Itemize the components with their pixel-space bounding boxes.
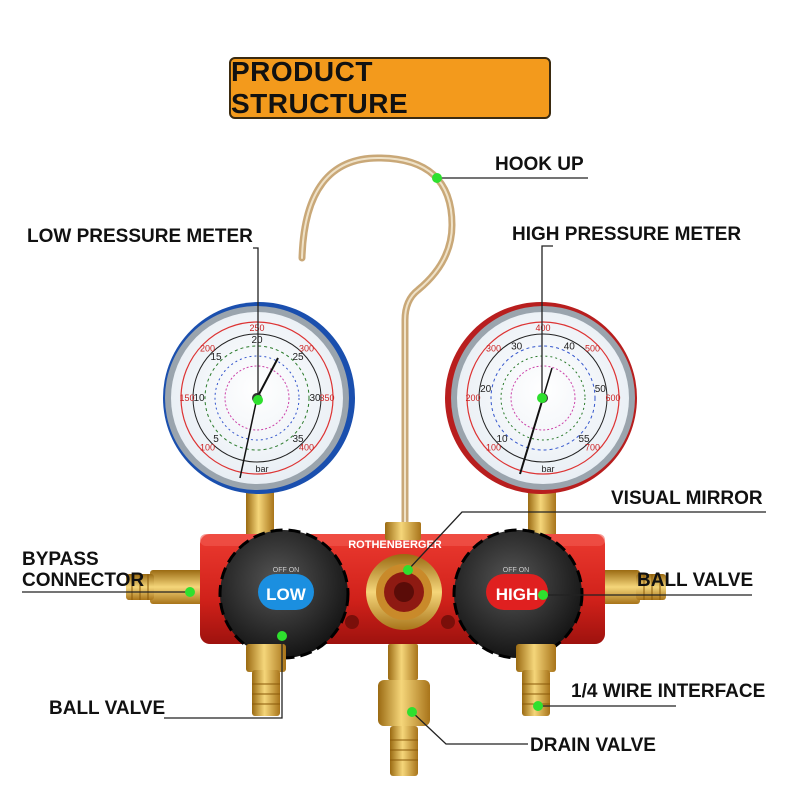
gauge-tick-label: 500 <box>585 344 600 354</box>
label-hook-up: HOOK UP <box>495 154 584 175</box>
label-drain-valve: DRAIN VALVE <box>530 735 656 756</box>
svg-text:HIGH: HIGH <box>496 585 539 604</box>
gauge-tick-label: 10 <box>193 393 205 404</box>
gauge-tick-label: 15 <box>210 352 222 363</box>
svg-text:ROTHENBERGER: ROTHENBERGER <box>348 539 442 551</box>
gauge-tick-label: 50 <box>595 384 607 395</box>
high-gauge-stem <box>528 488 556 538</box>
high-ball-valve-knob: HIGH OFF ON <box>452 528 584 660</box>
label-ball-valve-right: BALL VALVE <box>637 570 754 591</box>
bottom-fitting-right <box>516 644 556 716</box>
svg-text:bar: bar <box>255 464 268 474</box>
label-high-pressure-meter: HIGH PRESSURE METER <box>512 224 742 245</box>
page-title: PRODUCT STRUCTURE <box>231 56 409 119</box>
leader-lines <box>22 177 766 745</box>
svg-text:OFF ON: OFF ON <box>273 567 299 574</box>
title-banner: PRODUCT STRUCTURE <box>229 56 551 119</box>
gauge-tick-label: 400 <box>299 443 314 453</box>
gauge-tick-label: 30 <box>511 341 523 352</box>
gauge-tick-label: 400 <box>535 323 550 333</box>
gauge-tick-label: 600 <box>605 393 620 403</box>
gauge-tick-label: 300 <box>486 344 501 354</box>
label-bypass-connector-line1: BYPASS <box>22 549 99 570</box>
gauge-tick-label: 350 <box>319 393 334 403</box>
gauge-tick-label: 20 <box>251 335 263 346</box>
gauge-tick-label: 5 <box>213 434 219 445</box>
gauge-tick-label: 30 <box>309 393 321 404</box>
gauge-tick-label: 35 <box>292 434 304 445</box>
bottom-fitting-left <box>246 644 286 716</box>
low-ball-valve-knob: LOW OFF ON <box>218 528 350 660</box>
gauge-tick-label: 250 <box>249 323 264 333</box>
svg-text:OFF ON: OFF ON <box>503 567 529 574</box>
low-gauge-needle <box>256 357 279 399</box>
gauge-tick-label: 40 <box>564 341 576 352</box>
gauge-tick-label: 100 <box>200 443 215 453</box>
gauge-tick-label: 200 <box>200 344 215 354</box>
green-markers <box>185 173 548 717</box>
drain-valve-fitting <box>378 644 430 776</box>
gauge-tick-label: 55 <box>578 434 590 445</box>
gauge-tick-label: 100 <box>486 443 501 453</box>
gauge-tick-label: 10 <box>496 434 508 445</box>
svg-text:LOW: LOW <box>266 585 307 604</box>
high-gauge-needle <box>519 397 544 475</box>
gauge-tick-label: 300 <box>299 344 314 354</box>
gauge-tick-label: 200 <box>465 393 480 403</box>
gauge-tick-label: 700 <box>585 443 600 453</box>
gauge-tick-label: 25 <box>292 352 304 363</box>
label-visual-mirror: VISUAL MIRROR <box>611 488 763 509</box>
label-ball-valve-left: BALL VALVE <box>49 698 166 719</box>
label-bypass-connector-line2: CONNECTOR <box>22 570 145 591</box>
label-low-pressure-meter: LOW PRESSURE METER <box>27 226 253 247</box>
gauge-tick-label: 20 <box>480 384 492 395</box>
label-wire-interface: 1/4 WIRE INTERFACE <box>571 681 766 702</box>
sight-glass <box>366 554 442 630</box>
low-gauge-stem <box>246 488 274 538</box>
svg-text:bar: bar <box>541 464 554 474</box>
gauge-tick-label: 150 <box>179 393 194 403</box>
